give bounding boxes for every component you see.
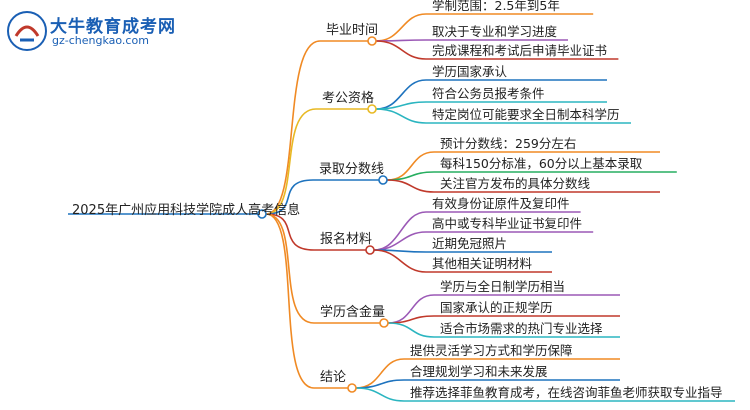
leaf-topic-4-2[interactable]: 适合市场需求的热门专业选择 bbox=[440, 321, 603, 336]
leaf-topic-2-0[interactable]: 预计分数线：259分左右 bbox=[440, 136, 577, 151]
branch-node-dot-5 bbox=[347, 383, 357, 393]
leaf-connector-1-1 bbox=[375, 101, 427, 110]
branch-topic-0[interactable]: 毕业时间 bbox=[326, 23, 379, 38]
leaf-connector-2-2 bbox=[386, 179, 435, 193]
leaf-topic-4-0[interactable]: 学历与全日制学历相当 bbox=[440, 279, 566, 294]
logo-mark-icon bbox=[7, 11, 47, 51]
branch-topic-1[interactable]: 考公资格 bbox=[322, 91, 375, 106]
leaf-topic-2-1[interactable]: 每科150分标准，60分以上基本录取 bbox=[440, 156, 643, 171]
leaf-topic-5-2[interactable]: 推荐选择菲鱼教育成考，在线咨询菲鱼老师获取专业指导 bbox=[410, 385, 723, 400]
leaf-topic-4-1[interactable]: 国家承认的正规学历 bbox=[440, 300, 553, 315]
logo-url: gz-chengkao.com bbox=[52, 34, 149, 47]
leaf-connector-3-0 bbox=[373, 211, 427, 251]
leaf-connector-1-0 bbox=[375, 79, 427, 110]
branch-node-dot-4 bbox=[379, 318, 389, 328]
leaf-topic-0-1[interactable]: 取决于专业和学习进度 bbox=[432, 24, 558, 39]
branch-topic-4[interactable]: 学历含金量 bbox=[320, 305, 386, 320]
root-topic[interactable]: 2025年广州应用科技学院成人高考信息 bbox=[72, 203, 301, 218]
branch-node-dot-1 bbox=[367, 104, 377, 114]
branch-connector-3 bbox=[265, 213, 315, 251]
leaf-topic-1-0[interactable]: 学历国家承认 bbox=[432, 64, 508, 79]
leaf-connector-4-0 bbox=[387, 294, 435, 324]
root-node-dot bbox=[257, 209, 267, 219]
branch-topic-3[interactable]: 报名材料 bbox=[320, 232, 373, 247]
logo-title: 大牛教育成考网 bbox=[50, 17, 176, 37]
leaf-connector-5-2 bbox=[355, 387, 405, 402]
leaf-connector-0-0 bbox=[375, 13, 427, 42]
leaf-topic-3-1[interactable]: 高中或专科毕业证书复印件 bbox=[432, 216, 583, 231]
leaf-connector-4-2 bbox=[387, 322, 435, 338]
leaf-topic-2-2[interactable]: 关注官方发布的具体分数线 bbox=[440, 176, 591, 191]
leaf-topic-0-0[interactable]: 学制范围：2.5年到5年 bbox=[432, 0, 560, 13]
branch-topic-2[interactable]: 录取分数线 bbox=[319, 162, 385, 177]
leaf-topic-3-3[interactable]: 其他相关证明材料 bbox=[432, 256, 533, 271]
leaf-topic-1-2[interactable]: 特定岗位可能要求全日制本科学历 bbox=[432, 107, 620, 122]
leaf-connector-4-1 bbox=[387, 315, 435, 324]
branch-node-dot-3 bbox=[365, 245, 375, 255]
leaf-topic-1-1[interactable]: 符合公务员报考条件 bbox=[432, 86, 545, 101]
leaf-connector-3-3 bbox=[373, 249, 427, 273]
branch-connector-0 bbox=[265, 40, 321, 215]
leaf-topic-5-0[interactable]: 提供灵活学习方式和学历保障 bbox=[410, 343, 573, 358]
branch-topic-5[interactable]: 结论 bbox=[320, 370, 347, 385]
leaf-connector-3-1 bbox=[373, 231, 427, 251]
leaf-topic-0-2[interactable]: 完成课程和考试后申请毕业证书 bbox=[432, 43, 608, 58]
leaf-connector-1-2 bbox=[375, 108, 427, 124]
branch-node-dot-0 bbox=[367, 36, 377, 46]
site-logo[interactable]: 大牛教育成考网 gz-chengkao.com bbox=[6, 10, 206, 52]
branch-connector-5 bbox=[265, 213, 315, 389]
branch-connector-1 bbox=[265, 108, 317, 215]
branch-node-dot-2 bbox=[378, 175, 388, 185]
leaf-topic-3-0[interactable]: 有效身份证原件及复印件 bbox=[432, 196, 570, 211]
leaf-topic-5-1[interactable]: 合理规划学习和未来发展 bbox=[410, 364, 548, 379]
leaf-connector-0-2 bbox=[375, 40, 427, 60]
branch-connector-4 bbox=[265, 213, 315, 324]
branch-connector-2 bbox=[265, 179, 314, 215]
leaf-topic-3-2[interactable]: 近期免冠照片 bbox=[432, 236, 508, 251]
